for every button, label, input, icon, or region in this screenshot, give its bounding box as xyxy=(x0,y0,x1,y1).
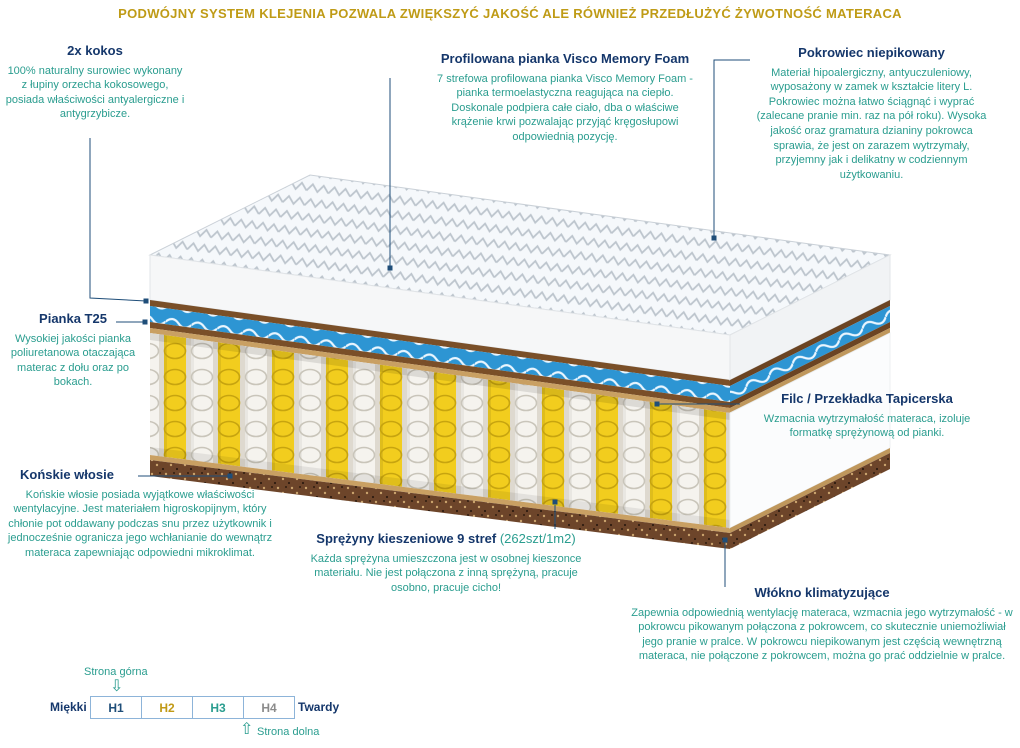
felt-layer-bottom xyxy=(150,455,730,533)
hardness-level-h2: H2 xyxy=(142,697,193,718)
hardness-level-h1: H1 xyxy=(91,697,142,718)
felt-layer-top xyxy=(150,328,730,413)
annotation-konskie-wlosie-title: Końskie włosie xyxy=(20,467,114,482)
annotation-pianka-t25-body: Wysokiej jakości pianka poliuretanowa ot… xyxy=(10,332,136,389)
annotation-visco-body: 7 strefowa profilowana pianka Visco Memo… xyxy=(437,72,693,143)
annotation-pokrowiec-title: Pokrowiec niepikowany xyxy=(798,45,945,60)
hardness-level-h4: H4 xyxy=(261,700,277,715)
upper-side-label: Strona górna xyxy=(84,666,148,678)
annotation-visco-title: Profilowana pianka Visco Memory Foam xyxy=(440,51,690,66)
hard-label: Twardy xyxy=(298,700,340,714)
base-foam xyxy=(150,460,730,549)
annotation-sprezyny-body: Każda sprężyna umieszczona jest w osobne… xyxy=(310,552,582,594)
annotation-sprezyny-title: Sprężyny kieszeniowe 9 stref (262szt/1m2… xyxy=(316,531,576,546)
annotation-pianka-t25-title: Pianka T25 xyxy=(39,311,107,326)
coconut-layer-bottom xyxy=(150,322,730,408)
annotation-wlokno: Włókno klimatyzujące Zapewnia odpowiedni… xyxy=(628,585,1016,664)
visco-layer-front xyxy=(150,306,730,402)
leader-lines xyxy=(89,59,750,587)
arrow-down-icon: ⇩ xyxy=(110,678,124,695)
pocket-springs xyxy=(150,333,730,528)
annotation-pianka-t25: Pianka T25 Wysokiej jakości pianka poliu… xyxy=(0,311,146,390)
arrow-up-icon: ⇧ xyxy=(240,721,254,738)
annotation-pokrowiec-body: Materiał hipoalergiczny, antyuczuleniowy… xyxy=(756,66,987,181)
hardness-level-h3: H3 xyxy=(193,697,244,718)
leader-pokrowiec xyxy=(713,59,750,236)
coconut-layer-top xyxy=(150,300,730,386)
visco-layer-side xyxy=(730,306,890,402)
leader-kokos xyxy=(89,138,147,302)
leader-dots xyxy=(142,235,728,543)
annotation-sprezyny-count: (262szt/1m2) xyxy=(499,531,576,546)
annotation-konskie-wlosie: Końskie włosie Końskie włosie posiada wy… xyxy=(4,467,276,561)
annotation-wlokno-body: Zapewnia odpowiednią wentylację materaca… xyxy=(631,606,1013,663)
annotation-visco: Profilowana pianka Visco Memory Foam 7 s… xyxy=(435,51,695,145)
lower-side-label: Strona dolna xyxy=(257,726,320,738)
annotation-kokos-body: 100% naturalny surowiec wykonany z łupin… xyxy=(5,64,185,121)
mattress-3d xyxy=(148,174,892,549)
annotation-sprezyny: Sprężyny kieszeniowe 9 stref (262szt/1m2… xyxy=(300,531,592,595)
annotation-konskie-wlosie-body: Końskie włosie posiada wyjątkowe właściw… xyxy=(7,488,273,559)
annotation-kokos: 2x kokos 100% naturalny surowiec wykonan… xyxy=(5,43,185,122)
annotation-filc: Filc / Przekładka Tapicerska Wzmacnia wy… xyxy=(742,391,992,441)
annotation-pokrowiec: Pokrowiec niepikowany Materiał hipoalerg… xyxy=(750,45,993,182)
annotation-filc-body: Wzmacnia wytrzymałość materaca, izoluje … xyxy=(763,412,971,440)
annotation-filc-title: Filc / Przekładka Tapicerska xyxy=(781,391,953,406)
hardness-levels: H1 H2 H3 H4 xyxy=(90,696,295,719)
annotation-kokos-title: 2x kokos xyxy=(67,43,123,58)
top-banner: PODWÓJNY SYSTEM KLEJENIA POZWALA ZWIĘKSZ… xyxy=(118,6,902,21)
soft-label: Miękki xyxy=(50,700,87,714)
annotation-wlokno-title: Włókno klimatyzujące xyxy=(754,585,890,600)
